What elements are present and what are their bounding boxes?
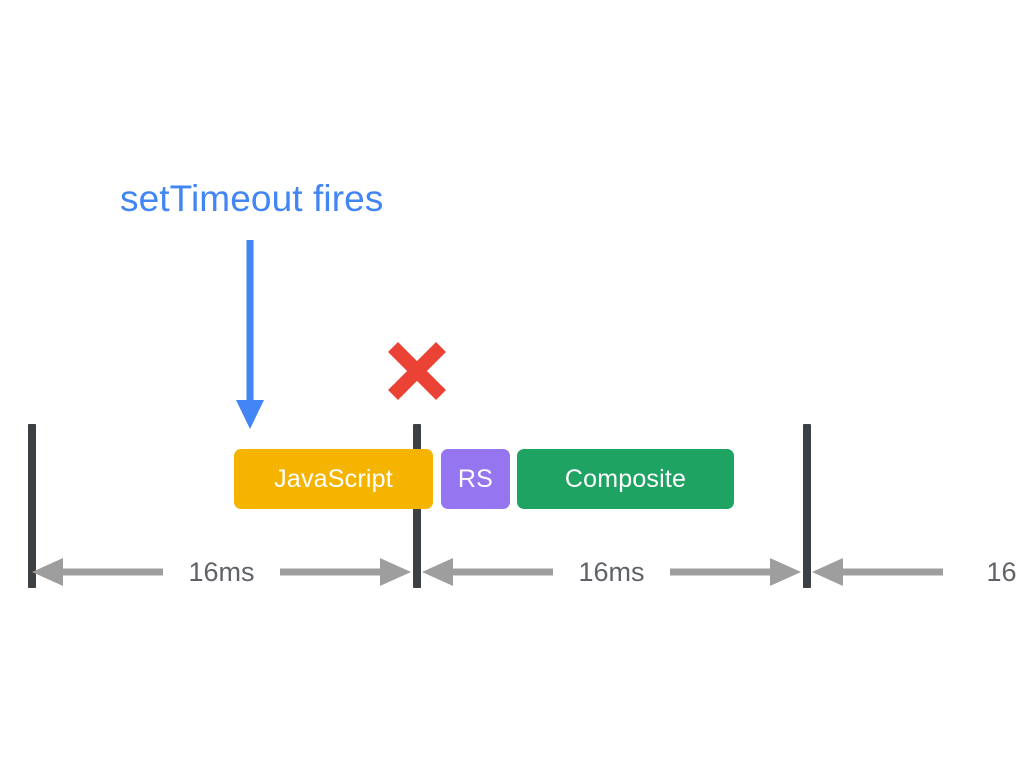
frame-boundary-tick-1 xyxy=(28,424,36,588)
measurement-frame-3: 16 xyxy=(812,552,1024,592)
task-bar-javascript[interactable]: JavaScript xyxy=(234,449,433,509)
measurement-frame-2-label: 16ms xyxy=(578,557,645,587)
task-bar-recalc-style[interactable]: RS xyxy=(441,449,510,509)
measurement-frame-1: 16ms xyxy=(32,552,411,592)
x-mark-icon xyxy=(386,340,448,402)
task-bar-composite-label: Composite xyxy=(564,464,687,493)
measurement-frame-1-label: 16ms xyxy=(188,557,255,587)
frame-boundary-tick-3 xyxy=(803,424,811,588)
task-bar-composite[interactable]: Composite xyxy=(517,449,734,509)
task-bar-javascript-label: JavaScript xyxy=(274,464,393,493)
task-bar-recalc-style-label: RS xyxy=(457,464,494,493)
measurement-frame-3-label: 16 xyxy=(986,557,1017,587)
settimeout-annotation-label: setTimeout fires xyxy=(120,178,384,219)
measurement-frame-2: 16ms xyxy=(422,552,801,592)
down-arrow-icon xyxy=(236,240,264,430)
